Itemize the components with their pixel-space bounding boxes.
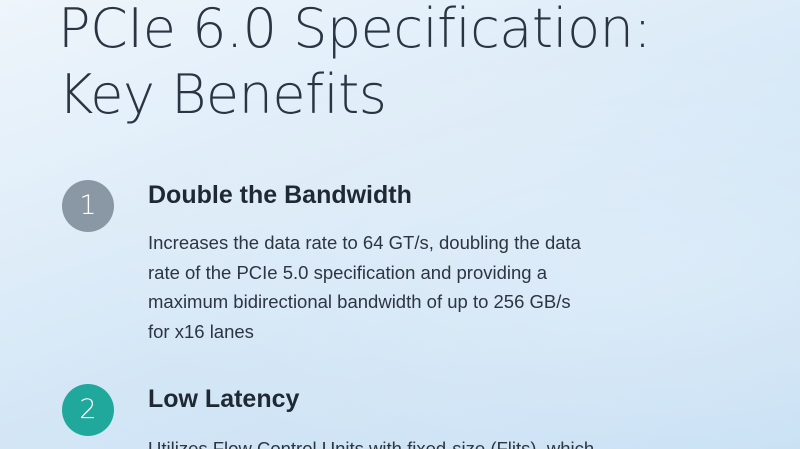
- page-title-line-1: PCIe 6.0 Specification:: [58, 0, 652, 60]
- description-line: for x16 lanes: [148, 320, 254, 342]
- benefit-heading: Double the Bandwidth: [148, 181, 412, 209]
- benefit-description: Utilizes Flow Control Units with fixed-s…: [148, 434, 668, 449]
- benefit-description: Increases the data rate to 64 GT/s, doub…: [148, 228, 668, 346]
- description-line: rate of the PCIe 5.0 specification and p…: [148, 261, 548, 283]
- description-line: maximum bidirectional bandwidth of up to…: [148, 291, 571, 312]
- description-line: Utilizes Flow Control Units with fixed-s…: [148, 438, 595, 449]
- number-badge: 2: [62, 384, 114, 436]
- benefit-heading: Low Latency: [148, 385, 300, 413]
- page-title-line-2: Key Benefits: [58, 63, 387, 126]
- description-line: Increases the data rate to 64 GT/s, doub…: [148, 232, 581, 253]
- number-badge: 1: [62, 180, 114, 232]
- page-title: PCIe 6.0 Specification: Key Benefits: [58, 0, 652, 128]
